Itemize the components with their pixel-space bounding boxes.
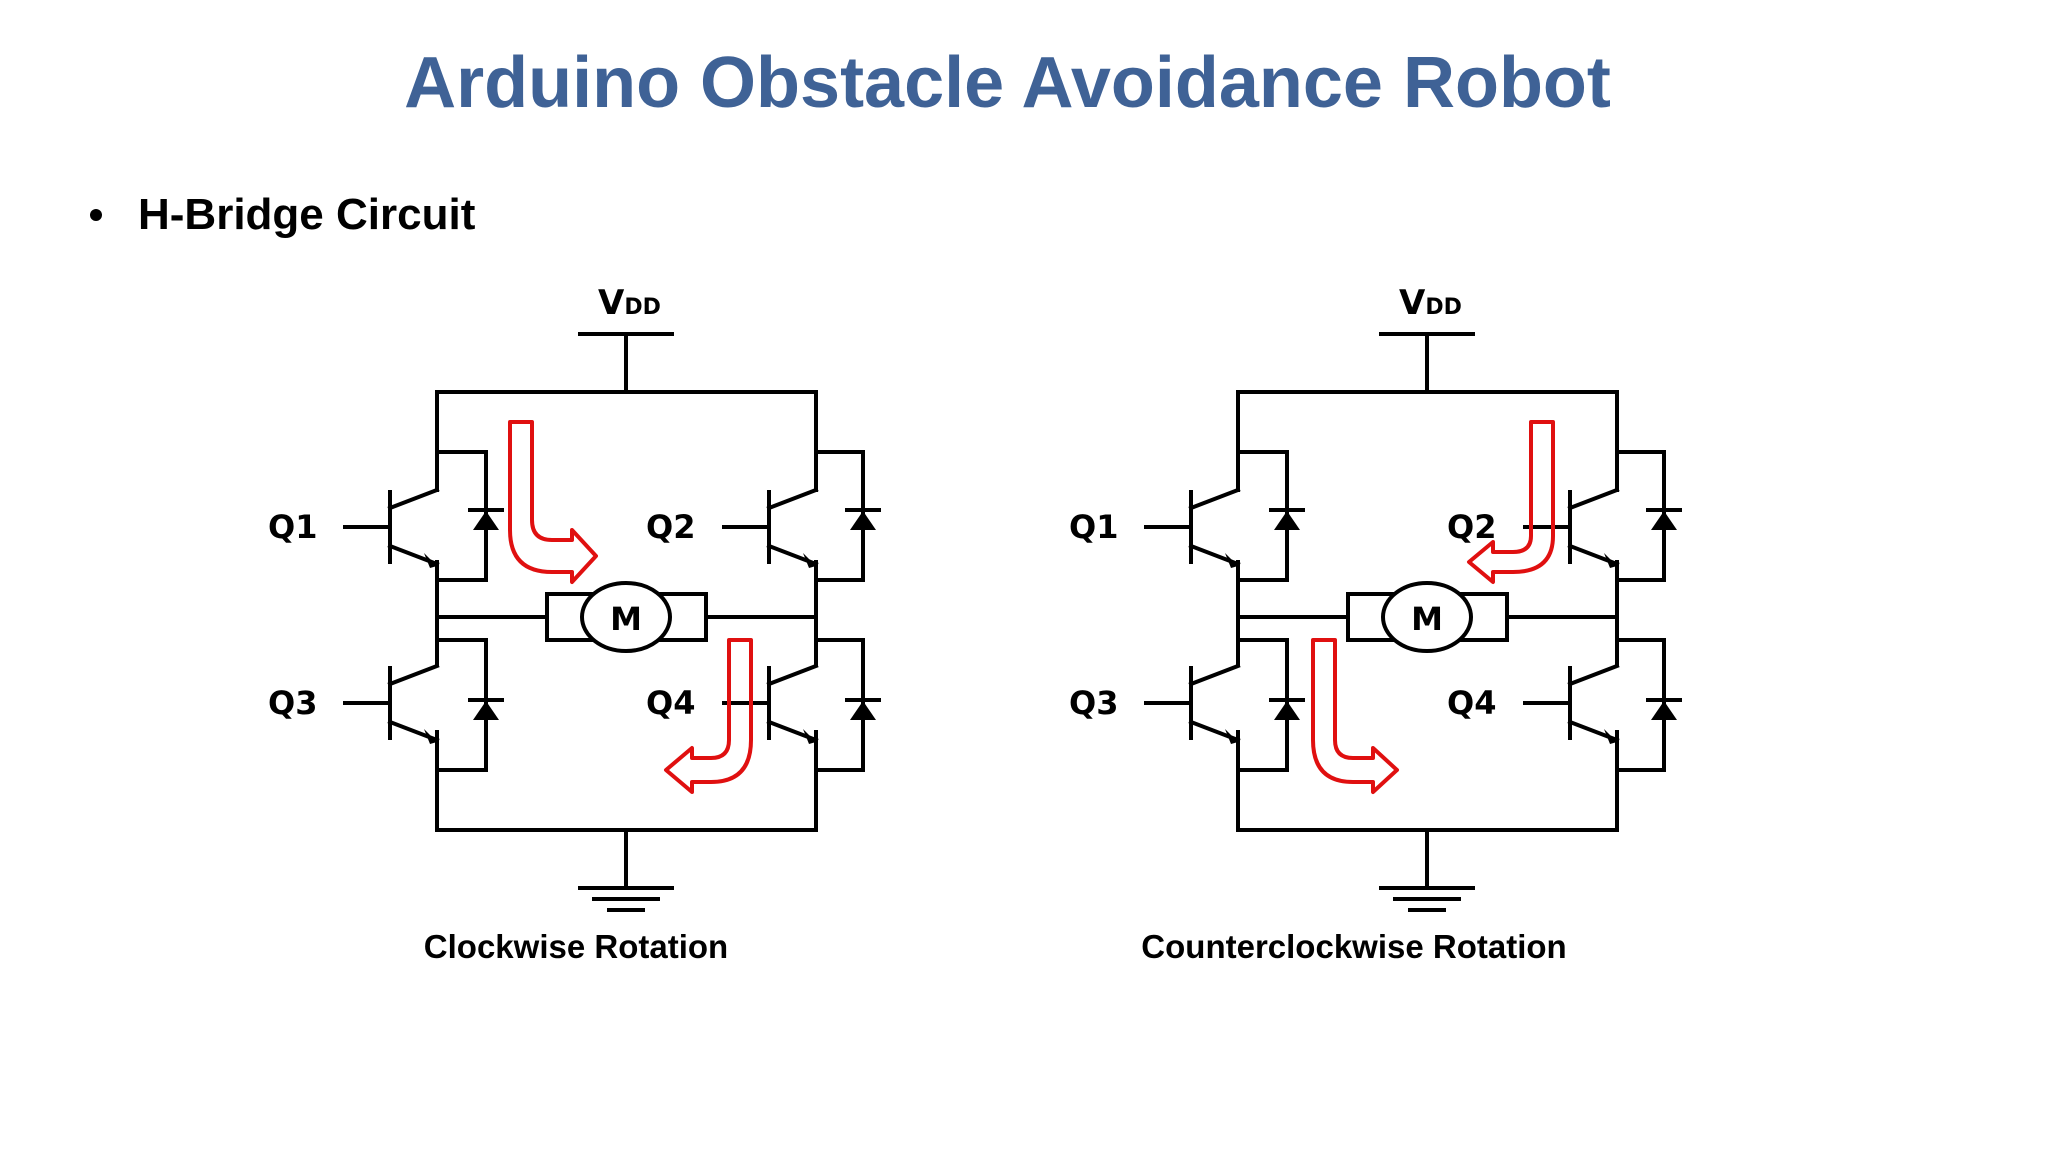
transistor-label-q3: Q3 <box>1069 684 1118 722</box>
slide-title: Arduino Obstacle Avoidance Robot <box>404 43 1611 123</box>
transistor-label-q1: Q1 <box>268 508 317 546</box>
motor-label: M <box>1411 600 1443 638</box>
vdd-label: VDD <box>598 283 661 323</box>
current-flow-arrows <box>1311 420 1555 794</box>
bullet-text: H-Bridge Circuit <box>138 190 476 239</box>
diode-triangles <box>1274 511 1677 720</box>
transistor-label-q2: Q2 <box>646 508 695 546</box>
vdd-label: VDD <box>1399 283 1462 323</box>
transistor-label-q4: Q4 <box>1447 684 1496 722</box>
transistor-label-q1: Q1 <box>1069 508 1118 546</box>
transistor-label-q4: Q4 <box>646 684 695 722</box>
current-flow-arrows <box>508 420 753 794</box>
emitter-arrows <box>1225 553 1617 744</box>
transistor-label-q2: Q2 <box>1447 508 1496 546</box>
caption-counterclockwise: Counterclockwise Rotation <box>1141 928 1567 965</box>
bullet-dot <box>90 209 102 221</box>
diode-triangles <box>473 511 876 720</box>
bullet-item: H-Bridge Circuit <box>90 190 475 240</box>
caption-clockwise: Clockwise Rotation <box>423 928 729 965</box>
transistor-label-q3: Q3 <box>268 684 317 722</box>
emitter-arrows <box>424 553 816 744</box>
motor-label: M <box>610 600 642 638</box>
